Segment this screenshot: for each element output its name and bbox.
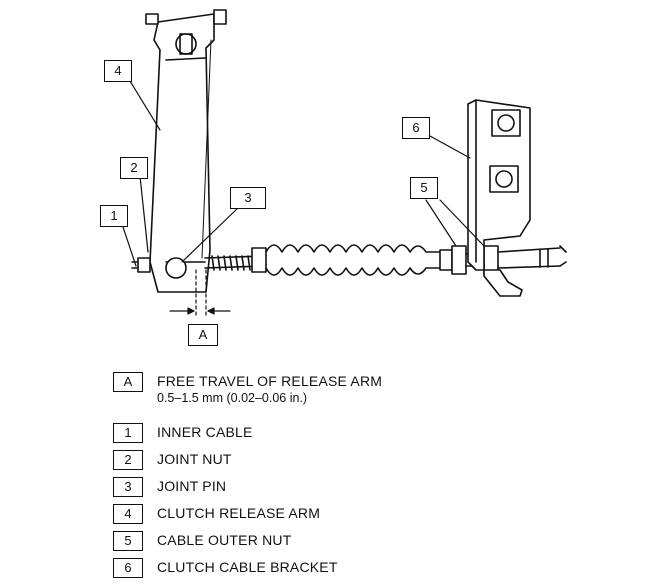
callout-6: 6	[402, 117, 430, 139]
legend-key: 2	[113, 450, 143, 470]
callout-2: 2	[120, 157, 148, 179]
callout-5: 5	[410, 177, 438, 199]
dimension-a	[169, 269, 231, 319]
legend-key: 5	[113, 531, 143, 551]
legend-item-4: 4 CLUTCH RELEASE ARM	[113, 504, 320, 524]
legend-item-1: 1 INNER CABLE	[113, 423, 253, 443]
callout-a: A	[188, 324, 218, 346]
legend-key: 4	[113, 504, 143, 524]
legend-item-6: 6 CLUTCH CABLE BRACKET	[113, 558, 338, 578]
legend-label: CLUTCH CABLE BRACKET	[157, 559, 338, 575]
legend-item-5: 5 CABLE OUTER NUT	[113, 531, 291, 551]
clutch-cable-bracket	[467, 99, 531, 297]
legend-label: CLUTCH RELEASE ARM	[157, 505, 321, 521]
legend-label: JOINT NUT	[157, 451, 232, 467]
rubber-boot	[265, 244, 453, 276]
clutch-release-arm	[145, 9, 227, 293]
callout-1: 1	[100, 205, 128, 227]
legend-key: 1	[113, 423, 143, 443]
legend-item-3: 3 JOINT PIN	[113, 477, 226, 497]
legend-key: 3	[113, 477, 143, 497]
legend-label: CABLE OUTER NUT	[157, 532, 292, 548]
legend-item-a: A FREE TRAVEL OF RELEASE ARM 0.5–1.5 mm …	[113, 372, 382, 406]
legend-label: FREE TRAVEL OF RELEASE ARM	[157, 373, 383, 389]
cable-outer-nuts	[451, 245, 567, 275]
legend-sublabel: 0.5–1.5 mm (0.02–0.06 in.)	[157, 391, 308, 405]
clutch-cable-diagram	[121, 9, 567, 319]
legend-label: INNER CABLE	[157, 424, 253, 440]
legend-item-2: 2 JOINT NUT	[113, 450, 232, 470]
callout-4: 4	[104, 60, 132, 82]
legend-key: 6	[113, 558, 143, 578]
legend-label: JOINT PIN	[157, 478, 227, 494]
threaded-rod	[204, 247, 267, 273]
joint-nut	[131, 257, 151, 273]
callout-3: 3	[230, 187, 266, 209]
legend-key: A	[113, 372, 143, 392]
